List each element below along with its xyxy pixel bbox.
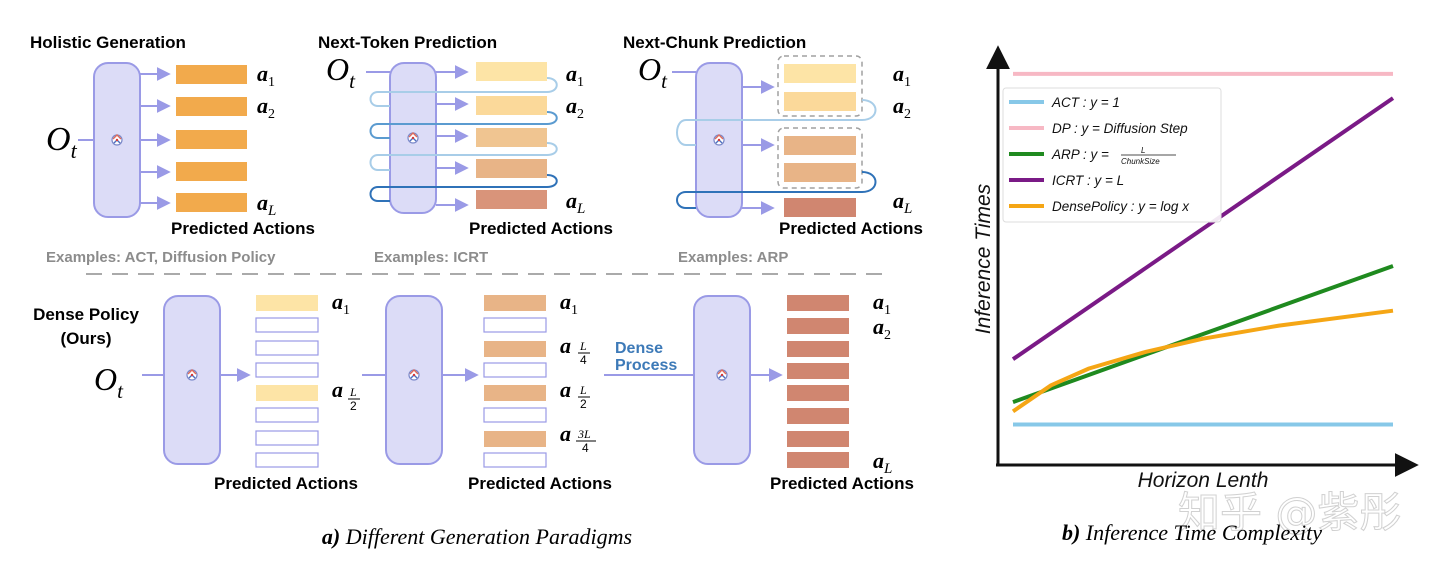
dense-stage2-a1: a1: [560, 289, 578, 318]
legend-arp: ARP : y = L ChunkSize: [1009, 146, 1176, 166]
next-chunk-diagram: Next-Chunk Prediction Ot a1 a2 aL Predic…: [623, 33, 923, 266]
legend-act: ACT : y = 1: [1009, 95, 1120, 110]
next-chunk-predicted-label: Predicted Actions: [779, 219, 923, 238]
dense-policy-title: Dense Policy: [33, 305, 139, 324]
legend-label: DP : y = Diffusion Step: [1052, 121, 1188, 136]
series-icrt-line: [1011, 96, 1395, 361]
legend-label: ICRT : y = L: [1052, 173, 1124, 188]
holistic-examples: Examples: ACT, Diffusion Policy: [46, 249, 276, 266]
dense-stage3-predicted-label: Predicted Actions: [770, 474, 914, 493]
dense-stage2-half-den: 2: [580, 397, 587, 411]
dense-stage1-half-den: 2: [350, 399, 357, 413]
dense-stage3-robot-icon: [716, 369, 728, 381]
legend-box: [1002, 87, 1222, 223]
next-chunk-group-2: [777, 127, 863, 189]
watermark: 知乎 @紫彤: [1178, 488, 1401, 537]
next-token-feedback-loops: [369, 77, 558, 202]
dense-stage2-quarter-den: 4: [580, 353, 587, 367]
next-chunk-input-symbol: Ot: [638, 51, 668, 93]
next-token-input-symbol: Ot: [326, 51, 356, 93]
dense-stage3-aL: aL: [873, 448, 892, 477]
dense-stage2-robot-icon: [408, 369, 420, 381]
dense-policy-ours-label: (Ours): [61, 329, 112, 348]
legend-densepolicy: DensePolicy : y = log x: [1009, 199, 1190, 214]
holistic-action-aL: aL: [257, 190, 276, 219]
next-chunk-examples: Examples: ARP: [678, 249, 788, 266]
chart-series-layer: [1011, 71, 1395, 427]
dense-stage1-predicted-label: Predicted Actions: [214, 474, 358, 493]
next-chunk-action-a1: a1: [893, 61, 911, 90]
dense-stage3-a2: a2: [873, 314, 891, 343]
next-chunk-feedback-loops: [676, 99, 877, 209]
chart-x-label: Horizon Lenth: [1138, 469, 1269, 492]
legend-icrt: ICRT : y = L: [1009, 173, 1124, 188]
dense-stage1-action-bars: [255, 295, 319, 468]
next-chunk-title: Next-Chunk Prediction: [623, 33, 806, 52]
next-token-diagram: Next-Token Prediction Ot a1 a2 aL Pre: [318, 33, 613, 266]
next-token-action-a2: a2: [566, 93, 584, 122]
holistic-generation-diagram: Holistic Generation Ot a1 a2 aL Predicte…: [30, 33, 315, 266]
legend-label: ARP : y =: [1051, 147, 1109, 162]
legend-dp: DP : y = Diffusion Step: [1009, 121, 1188, 136]
legend-label: DensePolicy : y = log x: [1052, 199, 1190, 214]
dense-process-label-line1: Dense: [615, 340, 663, 357]
inference-complexity-chart: Inference Times Horizon Lenth ACT : y = …: [972, 45, 1419, 492]
dense-stage2-action-bars: [483, 295, 547, 468]
next-token-action-a1: a1: [566, 61, 584, 90]
next-chunk-output-arrows: [742, 80, 775, 215]
dense-stage2-half-num: L: [579, 383, 587, 397]
next-chunk-action-aL: aL: [893, 188, 912, 217]
next-chunk-robot-icon: [713, 134, 725, 146]
series-densepolicy-line: [1011, 308, 1394, 414]
dense-stage2-quarter-num: L: [579, 339, 587, 353]
next-token-action-bars: [476, 62, 547, 209]
dense-stage1-half-num: L: [349, 385, 357, 399]
next-token-action-aL: aL: [566, 188, 585, 217]
dense-stage3-a1: a1: [873, 289, 891, 318]
dense-stage2-predicted-label: Predicted Actions: [468, 474, 612, 493]
next-chunk-action-bars: [784, 64, 856, 217]
dense-stage3-action-bars: [787, 295, 849, 468]
dense-stage1-a1: a1: [332, 289, 350, 318]
next-token-output-arrows: [436, 65, 469, 212]
holistic-predicted-label: Predicted Actions: [171, 219, 315, 238]
legend-arp-frac-num: L: [1141, 146, 1145, 155]
panel-a-caption: a) Different Generation Paradigms: [322, 524, 632, 549]
holistic-title: Holistic Generation: [30, 33, 186, 52]
legend-label: ACT : y = 1: [1051, 95, 1120, 110]
next-chunk-group-1: [777, 55, 863, 117]
next-token-examples: Examples: ICRT: [374, 249, 488, 266]
holistic-action-a2: a2: [257, 93, 275, 122]
dense-process-label-line2: Process: [615, 357, 677, 374]
dense-stage2-3quarter-den: 4: [582, 441, 589, 455]
dense-policy-diagram: Dense Policy (Ours) Ot a1 a L 2 Predicte…: [33, 289, 914, 493]
holistic-output-arrows: [140, 67, 171, 210]
next-token-title: Next-Token Prediction: [318, 33, 497, 52]
dense-input-symbol: Ot: [94, 361, 124, 403]
next-chunk-action-a2: a2: [893, 93, 911, 122]
holistic-input-symbol: Ot: [46, 121, 78, 163]
dense-stage2-a-3quarter: a: [560, 421, 571, 446]
chart-y-label: Inference Times: [972, 183, 995, 334]
legend-arp-frac-den: ChunkSize: [1121, 157, 1160, 166]
holistic-action-a1: a1: [257, 61, 275, 90]
dense-stage2-3quarter-num: 3L: [577, 427, 591, 441]
dense-stage1-robot-icon: [186, 369, 198, 381]
series-arp-line: [1012, 264, 1394, 404]
dense-stage2-a-half: a: [560, 377, 571, 402]
holistic-robot-icon: [111, 134, 123, 146]
holistic-action-bars: [176, 65, 247, 212]
panel-b-caption: b) Inference Time Complexity: [1062, 520, 1322, 545]
next-token-robot-icon: [407, 132, 419, 144]
next-token-predicted-label: Predicted Actions: [469, 219, 613, 238]
dense-stage2-a-quarter: a: [560, 333, 571, 358]
dense-stage1-a-half: a: [332, 377, 343, 402]
